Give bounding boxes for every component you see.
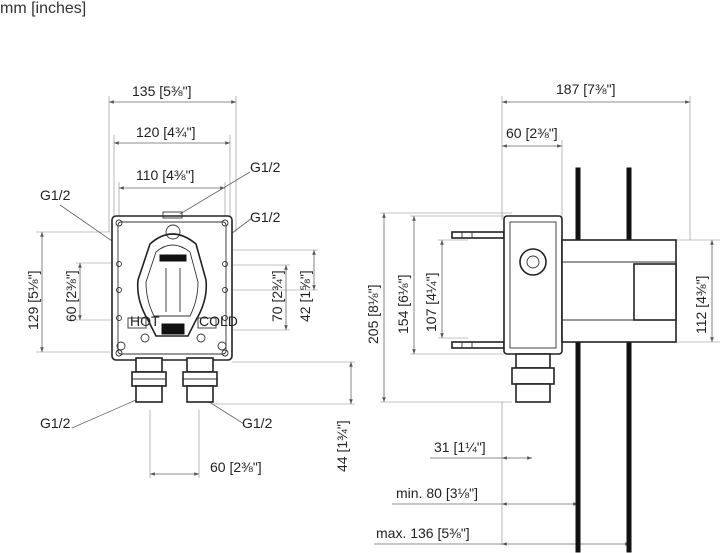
svg-text:31 [1¼"]: 31 [1¼"]	[434, 439, 486, 455]
dim-70-in: [2¾"]	[269, 270, 285, 302]
svg-text:135 [5⅜"]: 135 [5⅜"]	[132, 83, 191, 99]
svg-text:120 [4¾"]: 120 [4¾"]	[136, 124, 195, 140]
dim-110: 110	[136, 167, 159, 183]
svg-text:60 [2⅜"]: 60 [2⅜"]	[506, 125, 558, 141]
dim-60-side: 60	[506, 125, 522, 141]
dim-112-in: [4⅜"]	[693, 276, 709, 308]
front-dimension-text: 135 [5⅜"] 120 [4¾"] 110 [4⅜"] G1/2 G1/2 …	[25, 83, 350, 475]
thread-bottom-left: G1/2	[40, 415, 71, 431]
dim-31-in: [1¼"]	[453, 439, 485, 455]
dim-112: 112	[693, 311, 709, 334]
wall-panels	[575, 167, 632, 553]
front-extension-lines	[36, 96, 355, 478]
dim-60-front: 60	[63, 306, 79, 322]
svg-text:110 [4⅜"]: 110 [4⅜"]	[136, 167, 194, 183]
front-dimension-lines	[40, 100, 353, 476]
svg-text:min. 80 [3⅛"]: min. 80 [3⅛"]	[396, 485, 478, 501]
dim-44-in: [1¾"]	[334, 420, 350, 452]
svg-text:112 [4⅜"]: 112 [4⅜"]	[693, 276, 709, 334]
dim-107-in: [4¼"]	[423, 273, 439, 305]
dim-60-outlets-in: [2⅜"]	[229, 459, 261, 475]
mounting-frame: HOT COLD	[111, 211, 238, 361]
dim-129-in: [5⅛"]	[25, 271, 41, 303]
svg-text:44 [1¾"]: 44 [1¾"]	[334, 420, 350, 472]
dim-187: 187	[556, 81, 580, 97]
outlet-fittings	[131, 357, 218, 403]
front-view: HOT COLD 135 [5⅜"] 120 [4¾"] 110 [4⅜"] G…	[25, 83, 355, 478]
side-dimension-text: 187 [7⅜"] 60 [2⅜"] 205 [8⅛"] 154 [6⅛"] 1…	[365, 81, 709, 541]
cold-label: COLD	[199, 313, 238, 329]
dim-135: 135	[132, 83, 156, 99]
dim-154-in: [6⅛"]	[395, 275, 411, 307]
dim-min-80: min. 80	[396, 485, 442, 501]
dim-107: 107	[423, 308, 439, 332]
dim-129: 129	[25, 306, 41, 330]
dim-31: 31	[434, 439, 450, 455]
svg-text:129 [5⅛"]: 129 [5⅛"]	[25, 271, 41, 330]
svg-text:154 [6⅛"]: 154 [6⅛"]	[395, 275, 411, 334]
thread-top-left: G1/2	[40, 187, 71, 203]
side-dimension-lines	[374, 100, 714, 546]
dim-187-in: [7⅜"]	[583, 81, 615, 97]
dim-120: 120	[136, 124, 160, 140]
dim-60-outlets: 60	[210, 459, 226, 475]
dim-max-136: max. 136	[376, 525, 434, 541]
dim-120-in: [4¾"]	[163, 124, 195, 140]
units-label: mm [inches]	[0, 0, 87, 17]
svg-text:107 [4¼"]: 107 [4¼"]	[423, 273, 439, 332]
thread-bottom-right: G1/2	[242, 415, 273, 431]
dim-205-in: [8⅛"]	[365, 285, 381, 317]
dim-60-side-in: [2⅜"]	[525, 125, 557, 141]
svg-text:60 [2⅜"]: 60 [2⅜"]	[63, 270, 79, 322]
svg-text:70 [2¾"]: 70 [2¾"]	[269, 270, 285, 322]
dim-min-80-in: [3⅛"]	[446, 485, 478, 501]
dim-110-in: [4⅜"]	[162, 167, 194, 183]
valve-body-side	[503, 215, 677, 403]
thread-top-right-2: G1/2	[250, 209, 281, 225]
dim-44: 44	[334, 456, 350, 472]
dim-42-in: [1⅝"]	[297, 270, 313, 302]
dim-135-in: [5⅜"]	[159, 83, 191, 99]
svg-text:187 [7⅜"]: 187 [7⅜"]	[556, 81, 615, 97]
mounting-brackets	[451, 231, 505, 349]
svg-text:42 [1⅝"]: 42 [1⅝"]	[297, 270, 313, 322]
thread-top-right-1: G1/2	[250, 159, 281, 175]
svg-text:max. 136 [5⅜"]: max. 136 [5⅜"]	[376, 525, 470, 541]
dim-70: 70	[269, 306, 285, 322]
svg-text:60 [2⅜"]: 60 [2⅜"]	[210, 459, 262, 475]
svg-text:205 [8⅛"]: 205 [8⅛"]	[365, 285, 381, 344]
dim-60-front-in: [2⅜"]	[63, 270, 79, 302]
dim-205: 205	[365, 320, 381, 344]
side-view: 187 [7⅜"] 60 [2⅜"] 205 [8⅛"] 154 [6⅛"] 1…	[365, 81, 720, 553]
hot-label: HOT	[130, 313, 160, 329]
dim-max-136-in: [5⅜"]	[437, 525, 469, 541]
dim-154: 154	[395, 310, 411, 334]
dim-42: 42	[297, 306, 313, 322]
